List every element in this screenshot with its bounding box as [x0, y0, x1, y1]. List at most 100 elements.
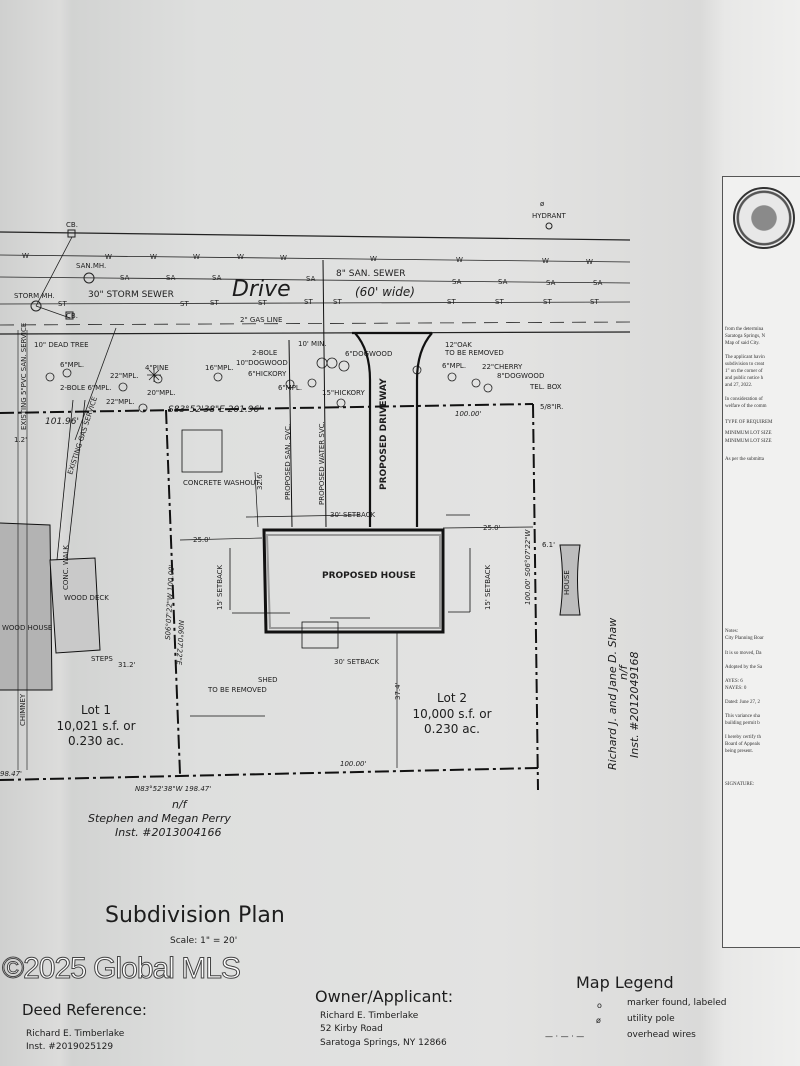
- svg-text:Map Legend: Map Legend: [576, 973, 674, 992]
- neighbor-house-shape: [559, 544, 581, 616]
- proposed-water-label: PROPOSED WATER SVC.: [318, 421, 326, 505]
- svg-text:n/f: n/f: [617, 663, 630, 680]
- resolution-line: SIGNATURE:: [725, 782, 755, 787]
- svg-text:Owner/Applicant:: Owner/Applicant:: [315, 987, 453, 1006]
- svg-text:22"MPL.: 22"MPL.: [106, 398, 135, 406]
- storm-mh-label: STORM MH.: [14, 292, 55, 300]
- svg-text:TO BE REMOVED: TO BE REMOVED: [444, 349, 504, 357]
- svg-text:8"DOGWOOD: 8"DOGWOOD: [497, 372, 544, 380]
- svg-text:100.00' S06°07'22"W: 100.00' S06°07'22"W: [524, 529, 532, 605]
- svg-text:6"HICKORY: 6"HICKORY: [248, 370, 287, 378]
- svg-text:Lot 1: Lot 1: [81, 703, 111, 717]
- sanitary-sewer-line: [0, 276, 631, 284]
- city-seal-icon: [733, 187, 795, 249]
- resolution-line: As per the submitta: [725, 457, 765, 462]
- svg-text:— · — · —: — · — · —: [545, 1032, 584, 1041]
- proposed-house-outline: [262, 528, 445, 634]
- resolution-line: TYPE OF REQUIREM: [725, 420, 773, 425]
- iron-rod-label: 5/8"IR.: [540, 403, 563, 411]
- san-mh-label: SAN.MH.: [76, 262, 106, 270]
- svg-text:Stephen and Megan Perry: Stephen and Megan Perry: [88, 812, 231, 825]
- road-edge-north: [0, 231, 631, 241]
- tree-icon: [336, 398, 346, 408]
- svg-text:100.00': 100.00': [455, 410, 481, 418]
- proposed-house-label: PROPOSED HOUSE: [322, 571, 416, 581]
- resolution-line: from the determina: [725, 327, 764, 332]
- svg-text:Richard E. Timberlake: Richard E. Timberlake: [320, 1011, 419, 1021]
- svg-text:W: W: [370, 255, 377, 263]
- trees: [45, 357, 493, 413]
- rear-setback-label: 30' SETBACK: [334, 658, 380, 666]
- neighbor-house-label: HOUSE: [563, 570, 571, 595]
- setback-lines: [229, 514, 471, 619]
- svg-text:SA: SA: [452, 278, 462, 286]
- resolution-line: City Planning Boar: [725, 636, 764, 641]
- side-setback-label: 15' SETBACK: [216, 564, 224, 610]
- storm-sewer-label: 30" STORM SEWER: [88, 290, 174, 300]
- catch-basin-icon: [67, 229, 76, 238]
- svg-text:12"OAK: 12"OAK: [445, 341, 472, 349]
- svg-text:ST: ST: [210, 299, 219, 307]
- svg-text:Richard J. and Jane D. Shaw: Richard J. and Jane D. Shaw: [606, 618, 619, 770]
- front-property-line: [0, 403, 534, 414]
- svg-text:2-BOLE 6"MPL.: 2-BOLE 6"MPL.: [60, 384, 112, 392]
- resolution-line: I hereby certify th: [725, 735, 761, 740]
- svg-text:ST: ST: [495, 298, 504, 306]
- min-distance-label: 10' MIN.: [298, 340, 327, 348]
- proposed-service-lines: [288, 259, 327, 528]
- tree-icon: [338, 360, 350, 372]
- svg-text:Lot 2: Lot 2: [437, 691, 467, 705]
- svg-text:Inst. #2012049168: Inst. #2012049168: [628, 652, 641, 758]
- svg-text:ST: ST: [180, 300, 189, 308]
- svg-text:W: W: [150, 253, 157, 261]
- svg-text:37.4': 37.4': [394, 682, 402, 700]
- resolution-line: Map of said City.: [725, 341, 760, 346]
- svg-text:W: W: [586, 258, 593, 266]
- resolution-line: 1" on the corner of: [725, 369, 763, 374]
- svg-text:W: W: [193, 253, 200, 261]
- catch-basin-connectors: [35, 236, 117, 441]
- concrete-washout-label: CONCRETE WASHOUT: [183, 479, 260, 487]
- svg-text:Inst. #2019025129: Inst. #2019025129: [26, 1042, 113, 1052]
- resolution-line: MINIMUM LOT SIZE: [725, 439, 772, 444]
- walk-lines: [56, 399, 86, 561]
- tree-icon: [213, 372, 223, 382]
- existing-san-label: EXISTING 5"PVC SAN. SERVICE: [20, 323, 28, 430]
- svg-text:15"HICKORY: 15"HICKORY: [322, 389, 365, 397]
- svg-text:W: W: [22, 252, 29, 260]
- svg-text:10,021 s.f. or: 10,021 s.f. or: [56, 719, 135, 733]
- front-setback-label: 30' SETBACK: [330, 511, 376, 519]
- shed-outline: [301, 621, 339, 649]
- svg-text:20"MPL.: 20"MPL.: [147, 389, 176, 397]
- svg-text:W: W: [105, 253, 112, 261]
- svg-text:SA: SA: [212, 274, 222, 282]
- neighbor-east: n/f Richard J. and Jane D. Shaw Inst. #2…: [606, 618, 641, 770]
- side-setback-label: 15' SETBACK: [484, 564, 492, 610]
- svg-text:ST: ST: [258, 299, 267, 307]
- resolution-line: and public notice h: [725, 376, 764, 381]
- water-line: [0, 254, 631, 263]
- tree-icon: [45, 372, 55, 382]
- svg-text:1.2': 1.2': [14, 436, 27, 444]
- tree-icon: [447, 372, 457, 382]
- resolution-line: The applicant havin: [725, 355, 765, 360]
- resolution-line: Dated: June 27, 2: [725, 700, 760, 705]
- deed-reference: Deed Reference: Richard E. Timberlake In…: [22, 1001, 147, 1052]
- lot-divider-line: [165, 409, 181, 775]
- svg-text:ST: ST: [304, 298, 313, 306]
- watermark: ©2025 Global MLS: [2, 952, 242, 986]
- svg-text:16"MPL.: 16"MPL.: [205, 364, 234, 372]
- tree-icon: [326, 357, 338, 369]
- steps-label: STEPS: [91, 655, 113, 663]
- svg-text:22"MPL.: 22"MPL.: [110, 372, 139, 380]
- svg-text:ST: ST: [58, 300, 67, 308]
- resolution-line: building permit b: [725, 721, 760, 726]
- storm-manhole-icon: [30, 300, 42, 312]
- cb-label: CB.: [66, 221, 78, 229]
- pine-icon: [147, 368, 161, 382]
- resolution-line: This variance sha: [725, 714, 760, 719]
- svg-text:W: W: [542, 257, 549, 265]
- existing-sanitary-lines: [17, 330, 28, 770]
